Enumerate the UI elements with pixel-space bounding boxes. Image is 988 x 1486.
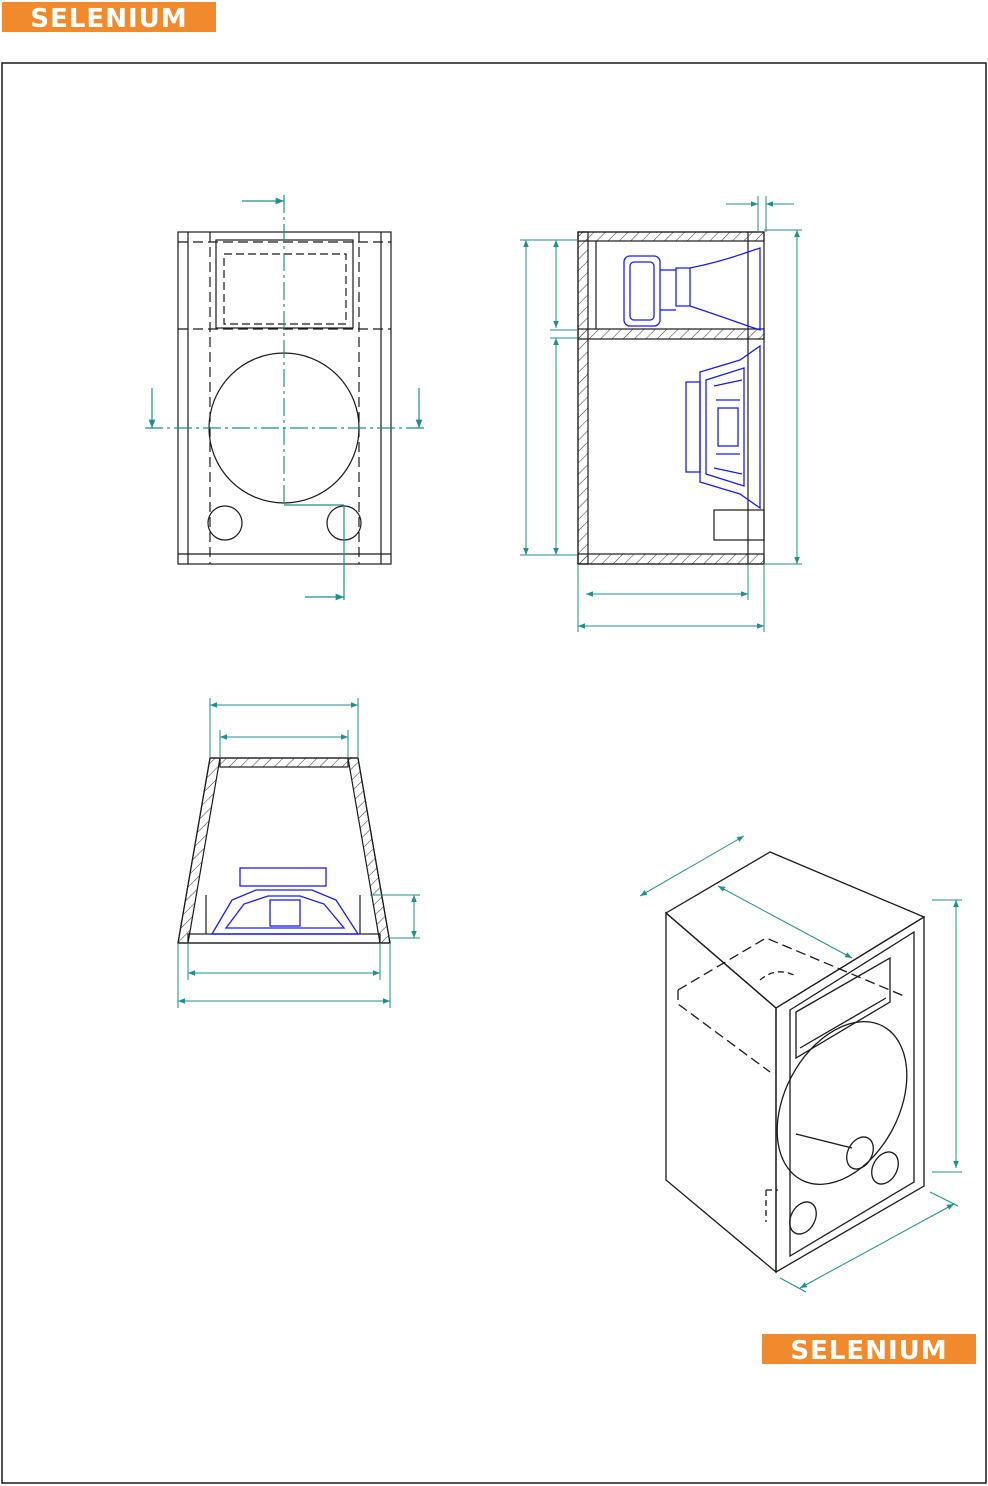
side-section-view (520, 196, 802, 632)
brand-logo-top: SELENIUM (2, 2, 216, 34)
logo-text: SELENIUM (790, 1336, 947, 1366)
port-left (208, 506, 242, 540)
woofer-top (212, 868, 358, 934)
top-section-view (178, 698, 420, 1008)
woofer-driver (686, 346, 760, 508)
front-view (145, 195, 425, 600)
logo-text: SELENIUM (30, 4, 187, 34)
compression-driver (624, 248, 760, 330)
brand-logo-bottom: SELENIUM (762, 1334, 976, 1366)
drawing-frame (2, 63, 986, 1483)
isometric-view (640, 836, 962, 1292)
